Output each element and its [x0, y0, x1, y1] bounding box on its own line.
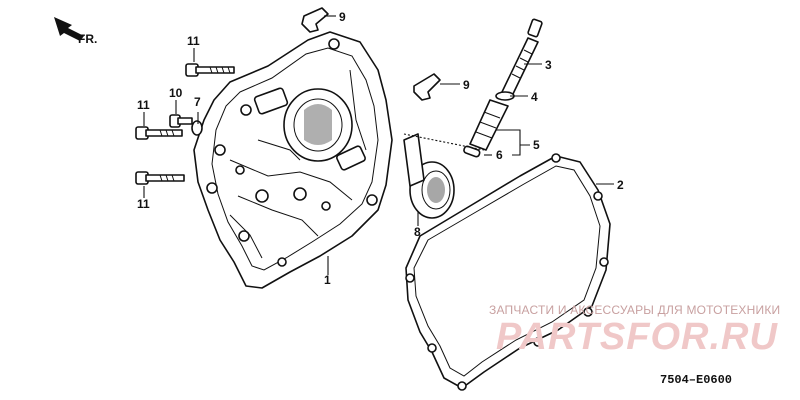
- gasket: [405, 153, 611, 391]
- callout-1: 1: [324, 273, 331, 287]
- seal-plate: [403, 133, 425, 187]
- bolt-with-washer: [169, 114, 203, 136]
- callout-8: 8: [414, 225, 421, 239]
- front-direction-arrow-icon: [54, 17, 84, 41]
- bolt-lower: [135, 171, 185, 185]
- oil-filler-cap: [501, 18, 543, 97]
- watermark-logo: PARTSFOR.RU: [496, 316, 778, 358]
- callout-4: 4: [531, 90, 538, 104]
- crankcase-cover: [193, 31, 393, 289]
- callout-7: 7: [194, 95, 201, 109]
- watermark-caption: ЗАПЧАСТИ И АКСЕССУАРЫ ДЛЯ МОТОТЕХНИКИ: [489, 303, 781, 317]
- callout-11-lower: 11: [137, 197, 150, 211]
- callout-9-upper: 9: [339, 10, 346, 24]
- callout-11-upper: 11: [187, 34, 200, 48]
- oil-filler-tube: [469, 99, 509, 151]
- guide-pin: [463, 145, 481, 158]
- clamp-upper: [301, 7, 329, 33]
- clamp-middle: [413, 73, 441, 101]
- leader-lines: [143, 15, 614, 275]
- callout-9-middle: 9: [463, 78, 470, 92]
- callout-2: 2: [617, 178, 624, 192]
- callout-11-middle: 11: [137, 98, 150, 112]
- callout-10: 10: [169, 86, 183, 100]
- bolt-middle: [135, 126, 183, 140]
- diagram-code: 7504–E0600: [660, 373, 733, 387]
- callout-5: 5: [533, 138, 540, 152]
- bolt-upper: [185, 63, 235, 77]
- direction-label: FR.: [78, 32, 97, 46]
- callout-3: 3: [545, 58, 552, 72]
- callout-6: 6: [496, 148, 503, 162]
